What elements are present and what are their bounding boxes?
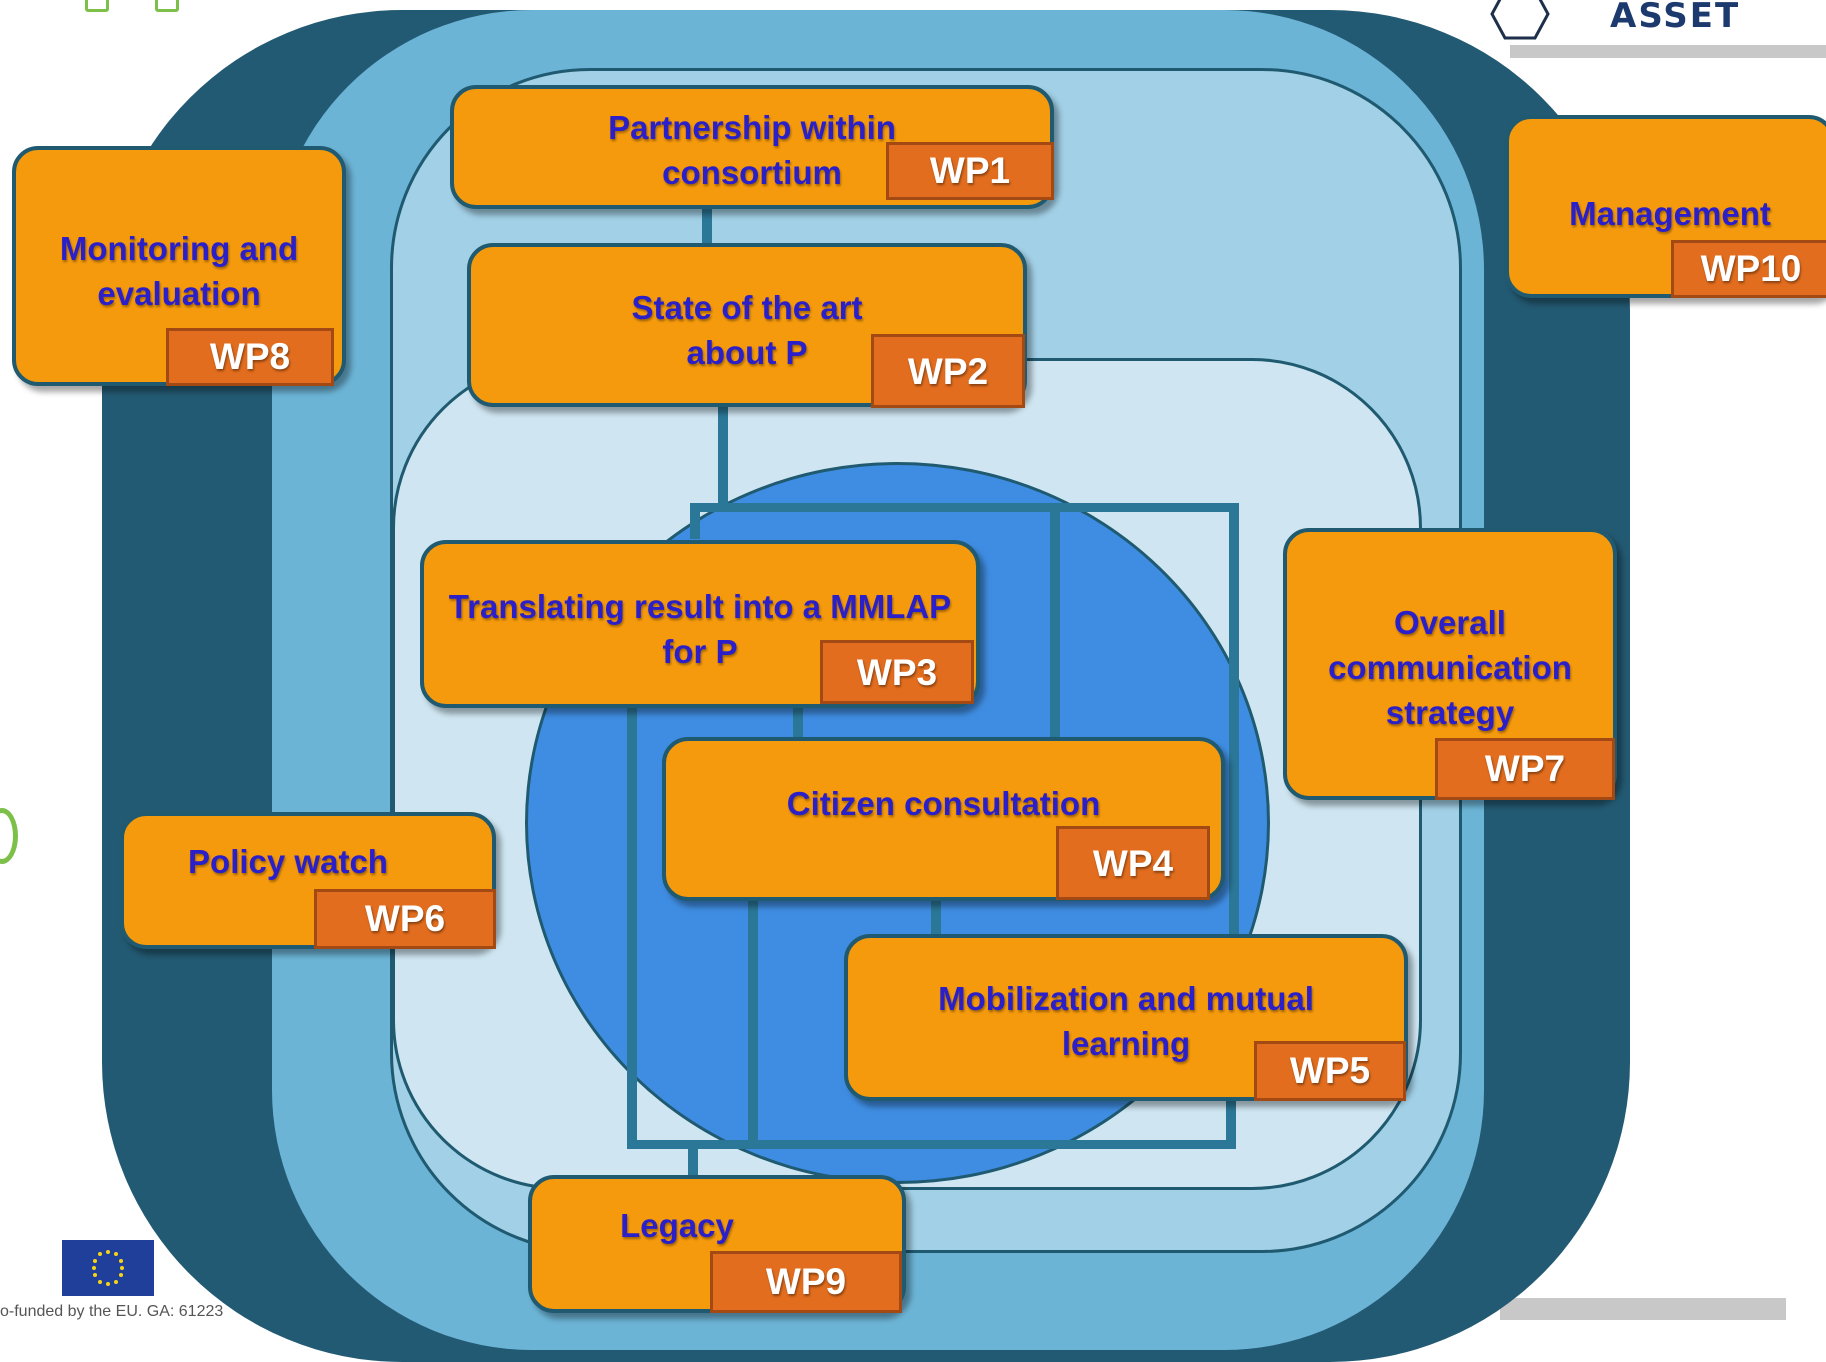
wp3-title: Translating result into a MMLAP for P [448, 588, 952, 670]
wp4-title: Citizen consultation [786, 785, 1101, 822]
wp2-title: State of the art about P [631, 289, 863, 371]
wp9-title: Legacy [620, 1207, 734, 1244]
asset-logo: ASSET [1610, 0, 1741, 36]
connector-left-wp3-down [627, 705, 637, 1147]
connector-wp3-drop [690, 503, 700, 539]
wp7-box[interactable]: Overall communication strategy WP7 [1283, 528, 1617, 800]
wp7-title: Overall communication strategy [1328, 604, 1572, 731]
connector-to-wp9 [688, 1145, 698, 1177]
connector-wp4-wp5 [931, 897, 941, 935]
footer-divider [1500, 1298, 1786, 1320]
wp8-code: WP8 [166, 328, 334, 386]
wp2-box[interactable]: State of the art about P WP2 [467, 243, 1027, 408]
connector-bottom-bus [627, 1140, 1236, 1149]
wp6-code: WP6 [314, 889, 496, 949]
wp5-code: WP5 [1254, 1041, 1406, 1101]
wp6-title: Policy watch [188, 843, 388, 880]
wp10-title: Management [1569, 195, 1771, 232]
hexagon-logo-icon [1490, 0, 1550, 40]
wp3-code: WP3 [820, 640, 974, 704]
wp1-title: Partnership within consortium [608, 109, 896, 191]
connector-wp1-wp2 [702, 205, 712, 243]
connector-top-bus [690, 503, 1238, 512]
side-partial-icon [0, 808, 18, 864]
connector-wp5-down [1226, 1097, 1236, 1147]
wp5-title: Mobilization and mutual learning [938, 980, 1314, 1062]
connector-wp5-drop [1229, 503, 1239, 935]
wp8-title: Monitoring and evaluation [59, 230, 299, 312]
wp9-code: WP9 [710, 1251, 902, 1313]
partner-logo-icon [85, 0, 109, 12]
wp4-code: WP4 [1056, 826, 1210, 900]
wp6-box[interactable]: Policy watch WP6 [120, 812, 496, 949]
wp5-box[interactable]: Mobilization and mutual learning WP5 [844, 934, 1408, 1101]
header-divider [1510, 45, 1826, 58]
eu-flag-icon [62, 1240, 154, 1296]
wp7-code: WP7 [1435, 738, 1615, 800]
wp4-box[interactable]: Citizen consultation WP4 [662, 737, 1225, 901]
partner-logo-icon-2 [155, 0, 179, 12]
funding-text: o-funded by the EU. GA: 61223 [0, 1303, 224, 1320]
connector-wp4-drop [1050, 503, 1060, 737]
wp10-box[interactable]: Management WP10 [1505, 115, 1826, 298]
wp9-box[interactable]: Legacy WP9 [528, 1175, 906, 1313]
connector-wp2-down [718, 403, 728, 503]
wp2-code: WP2 [871, 334, 1025, 408]
wp10-code: WP10 [1671, 240, 1826, 298]
wp1-code: WP1 [886, 142, 1054, 200]
wp8-box[interactable]: Monitoring and evaluation WP8 [12, 146, 346, 386]
connector-wp3-wp4 [793, 700, 803, 738]
wp1-box[interactable]: Partnership within consortium WP1 [450, 85, 1054, 209]
wp3-box[interactable]: Translating result into a MMLAP for P WP… [420, 540, 980, 708]
connector-left-wp4-down [748, 900, 758, 1147]
